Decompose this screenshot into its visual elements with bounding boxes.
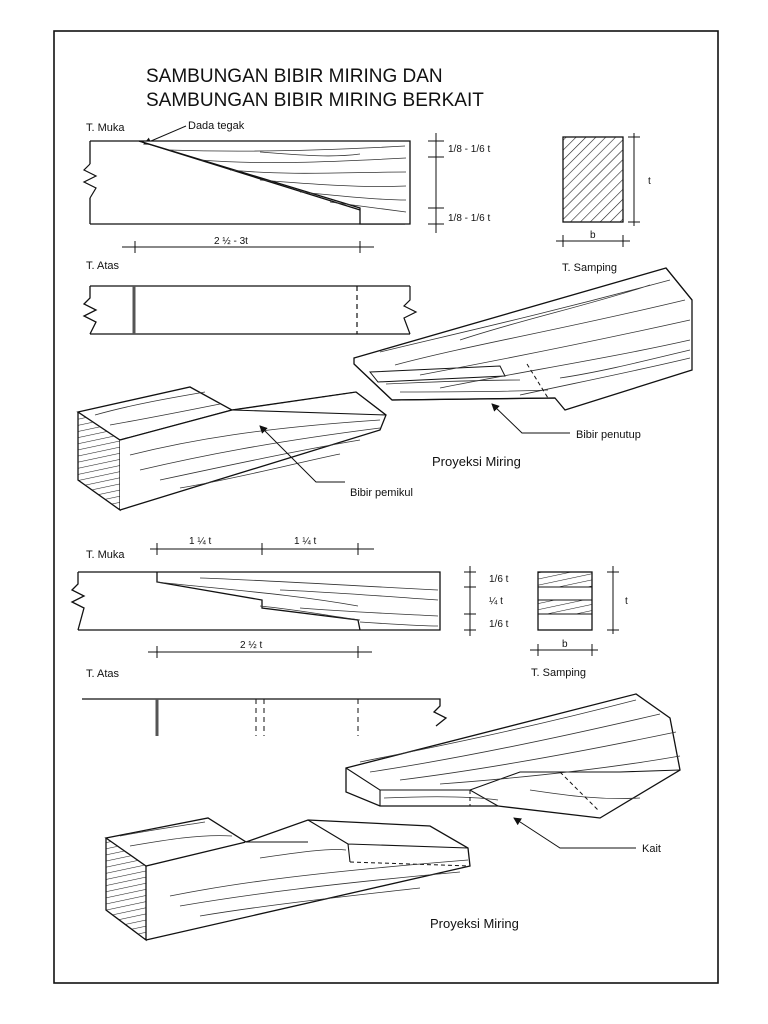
section-2-top-view: T. Atas	[82, 668, 448, 736]
front-view-label: T. Muka	[86, 122, 125, 134]
side-height-label-2: t	[625, 596, 628, 607]
section-2-vertical-dims: 1/6 t ¼ t 1/6 t	[464, 566, 509, 636]
section-2-dims: 1 ¼ t 1 ¼ t	[150, 535, 374, 555]
section-1-oblique-left-piece	[76, 386, 387, 512]
dim-v1-label: 1/6 t	[489, 574, 509, 585]
section-1-oblique-right-piece	[353, 267, 693, 411]
wood-grain-front	[169, 145, 407, 213]
side-view-label: T. Samping	[562, 262, 617, 274]
kait-label: Kait	[642, 843, 661, 855]
side-view-label-2: T. Samping	[531, 667, 586, 679]
front-beam-right	[138, 140, 411, 225]
section-1-front-view: T. Muka Dada tegak 1/8 - 1/6 t 1/8 - 1/6…	[82, 120, 490, 233]
section-2-length-dim: 2 ½ t	[148, 640, 372, 658]
section-1-length-dim: 2 ½ - 3t	[122, 236, 374, 253]
bibir-pemikul-label: Bibir pemikul	[350, 487, 413, 499]
length-dim-label-2: 2 ½ t	[240, 640, 262, 651]
side-section-hatched	[562, 136, 624, 223]
section-2-side-view: t b T. Samping	[530, 566, 628, 679]
top-view-label: T. Atas	[86, 260, 120, 272]
dim-v3-label: 1/6 t	[489, 619, 509, 630]
top-view-label-2: T. Atas	[86, 668, 120, 680]
title-line-1: SAMBUNGAN BIBIR MIRING DAN	[146, 66, 443, 87]
dada-tegak-label: Dada tegak	[188, 120, 245, 132]
section-2-front-view: T. Muka	[70, 549, 441, 631]
section-2-oblique-right-piece	[345, 693, 681, 819]
kait-leader	[513, 817, 636, 849]
side-height-label: t	[648, 176, 651, 187]
bibir-penutup-label: Bibir penutup	[576, 429, 641, 441]
section-1-top-view: T. Atas	[82, 260, 418, 335]
break-symbol	[82, 163, 98, 199]
front-beam-left	[89, 140, 406, 225]
side-width-label-2: b	[562, 639, 568, 650]
section-1-side-view: t b T. Samping	[556, 133, 651, 274]
title-line-2: SAMBUNGAN BIBIR MIRING BERKAIT	[146, 90, 484, 111]
length-dim-label: 2 ½ - 3t	[214, 236, 248, 247]
bibir-penutup-leader	[491, 403, 570, 434]
dim-top-label: 1/8 - 1/6 t	[448, 144, 490, 155]
side-width-label: b	[590, 230, 596, 241]
dim-v2-label: ¼ t	[489, 595, 503, 607]
dim-seg1: 1 ¼ t	[189, 535, 211, 547]
caption-2: Proyeksi Miring	[430, 916, 519, 931]
front-view-label-2: T. Muka	[86, 549, 125, 561]
dim-bottom-label: 1/8 - 1/6 t	[448, 213, 490, 224]
sheet-border	[53, 30, 719, 984]
dim-seg2: 1 ¼ t	[294, 535, 316, 547]
section-2-oblique-left-piece	[104, 817, 471, 942]
bibir-pemikul-leader	[259, 425, 345, 483]
caption-1: Proyeksi Miring	[432, 454, 521, 469]
